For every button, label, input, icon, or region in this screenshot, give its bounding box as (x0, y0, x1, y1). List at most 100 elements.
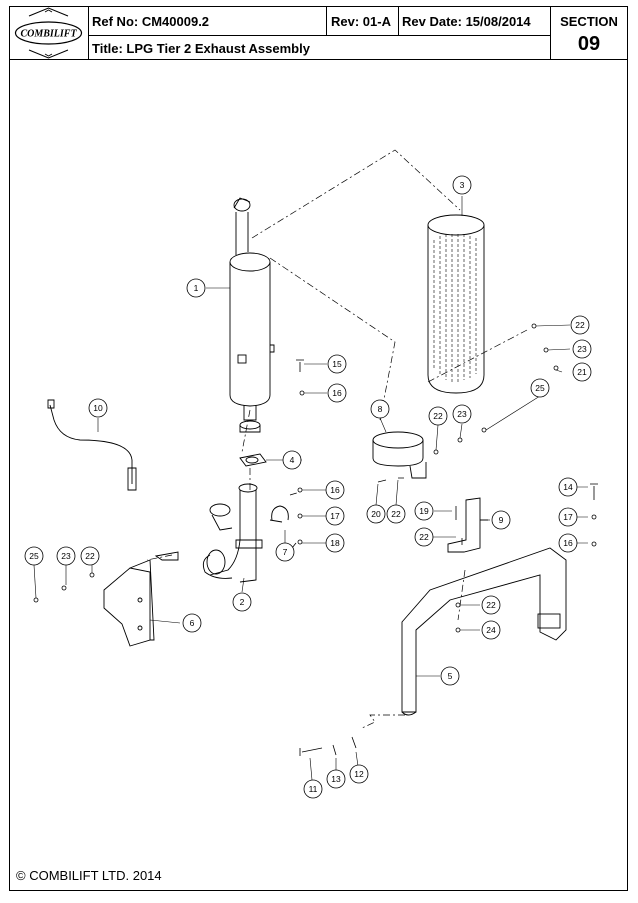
callout-number: 25 (535, 383, 545, 393)
callout-c22d: 22 (414, 527, 434, 547)
heat-shield-part-3 (427, 214, 485, 394)
callout-number: 23 (577, 344, 587, 354)
callout-c19: 19 (414, 501, 434, 521)
support-frame-part-5 (401, 547, 567, 716)
title-block-divider (398, 6, 399, 35)
svg-text:COMBILIFT: COMBILIFT (20, 29, 77, 40)
section-number: 09 (577, 32, 601, 55)
callout-number: 12 (354, 769, 364, 779)
callout-c16a: 16 (327, 383, 347, 403)
callout-c17a: 17 (325, 506, 345, 526)
callout-number: 19 (419, 506, 429, 516)
copyright-footer: © COMBILIFT LTD. 2014 (16, 868, 162, 883)
callout-number: 17 (563, 512, 573, 522)
callout-c22c: 22 (386, 504, 406, 524)
callout-c9: 9 (491, 510, 511, 530)
callout-c13: 13 (326, 769, 346, 789)
callout-number: 1 (194, 283, 199, 293)
callout-number: 8 (378, 404, 383, 414)
company-logo: COMBILIFT (14, 7, 83, 59)
callout-number: 22 (419, 532, 429, 542)
callout-c22f: 22 (428, 406, 448, 426)
callout-c12: 12 (349, 764, 369, 784)
callout-number: 2 (240, 597, 245, 607)
callout-c24: 24 (481, 620, 501, 640)
callout-number: 21 (577, 367, 587, 377)
callout-c23a: 23 (572, 339, 592, 359)
callout-number: 6 (190, 618, 195, 628)
leader-lines (33, 196, 588, 781)
title-block-divider (88, 35, 550, 36)
callout-number: 22 (433, 411, 443, 421)
callout-c11: 11 (303, 779, 323, 799)
title-block-divider (550, 6, 551, 60)
silencer-part-1 (229, 197, 275, 433)
callout-c23c: 23 (56, 546, 76, 566)
callout-number: 18 (330, 538, 340, 548)
drawing-title: Title: LPG Tier 2 Exhaust Assembly (92, 40, 310, 56)
callout-c2: 2 (232, 592, 252, 612)
callout-c8: 8 (370, 399, 390, 419)
callout-c20: 20 (366, 504, 386, 524)
callout-number: 23 (61, 551, 71, 561)
callout-c17b: 17 (558, 507, 578, 527)
callout-c25a: 25 (530, 378, 550, 398)
callout-c18: 18 (325, 533, 345, 553)
title-block-divider (326, 6, 327, 35)
callout-c22a: 22 (570, 315, 590, 335)
callout-c22b: 22 (80, 546, 100, 566)
drawing-frame (9, 6, 628, 891)
callout-number: 3 (460, 180, 465, 190)
callout-number: 14 (563, 482, 573, 492)
section-label: SECTION (560, 13, 618, 29)
callout-c5: 5 (440, 666, 460, 686)
bracket-part-9 (447, 497, 488, 553)
callout-number: 11 (309, 784, 318, 794)
callout-c14: 14 (558, 477, 578, 497)
bracket-plate-part-6 (103, 551, 179, 647)
callout-c16b: 16 (325, 480, 345, 500)
callout-number: 22 (85, 551, 95, 561)
ref-number: Ref No: CM40009.2 (92, 13, 210, 29)
callout-number: 15 (332, 359, 342, 369)
callout-number: 16 (330, 485, 340, 495)
callout-number: 7 (283, 547, 288, 557)
callout-number: 16 (332, 388, 342, 398)
callout-number: 4 (290, 455, 295, 465)
callout-number: 22 (486, 600, 496, 610)
callout-number: 5 (448, 671, 453, 681)
callout-c23b: 23 (452, 404, 472, 424)
u-bolt-part-7 (269, 505, 289, 523)
callout-number: 9 (499, 515, 504, 525)
clamp-band-part-8 (372, 431, 427, 479)
callout-c25b: 25 (24, 546, 44, 566)
callout-c3: 3 (452, 175, 472, 195)
revision-date: Rev Date: 15/08/2014 (402, 13, 531, 29)
callout-c4: 4 (282, 450, 302, 470)
gasket-part-4 (239, 453, 267, 467)
revision: Rev: 01-A (331, 13, 391, 29)
title-block-divider (88, 6, 89, 60)
callout-c15: 15 (327, 354, 347, 374)
callout-number: 25 (29, 551, 39, 561)
callout-c6: 6 (182, 613, 202, 633)
callout-c10: 10 (88, 398, 108, 418)
callout-number: 16 (563, 538, 573, 548)
fasteners (33, 323, 598, 756)
callout-number: 13 (331, 774, 341, 784)
exhaust-pipe-part-2 (202, 483, 263, 583)
callout-c21: 21 (572, 362, 592, 382)
callout-number: 24 (486, 625, 496, 635)
callout-number: 23 (457, 409, 467, 419)
callout-c7: 7 (275, 542, 295, 562)
callout-number: 20 (371, 509, 381, 519)
callout-number: 17 (330, 511, 340, 521)
sensor-cable-part-10 (47, 399, 137, 491)
callout-c1: 1 (186, 278, 206, 298)
callout-c22e: 22 (481, 595, 501, 615)
explosion-lines (146, 149, 528, 729)
callout-number: 22 (575, 320, 585, 330)
callout-c16c: 16 (558, 533, 578, 553)
